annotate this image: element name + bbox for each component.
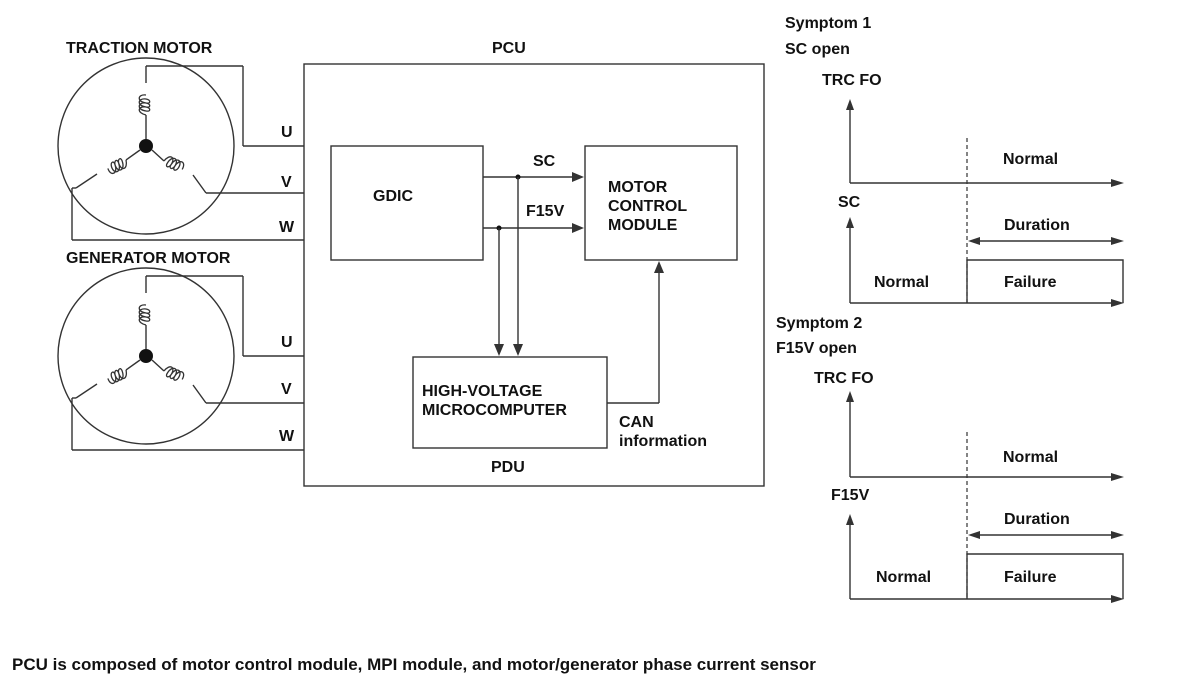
traction-phase-u: U: [281, 124, 293, 141]
symptom2-duration-label: Duration: [1004, 511, 1070, 528]
diagram-caption: PCU is composed of motor control module,…: [12, 655, 816, 674]
symptom2-failure-label: Failure: [1004, 569, 1057, 586]
symptom2-signal-label: F15V: [831, 487, 870, 504]
traction-neutral-point: [139, 139, 153, 153]
generator-motor: GENERATOR MOTOR U V W: [57, 250, 304, 451]
symptom1-duration-label: Duration: [1004, 217, 1070, 234]
symptom2-f15v-trace: [966, 553, 1124, 599]
symptom1-normal-top: Normal: [1003, 151, 1058, 168]
can-label-line2: information: [619, 433, 707, 450]
mcm-label-line1: MOTOR: [608, 179, 668, 196]
can-arrowhead: [654, 261, 664, 273]
traction-motor: TRACTION MOTOR U V W: [57, 40, 304, 241]
symptom1-failure-label: Failure: [1004, 274, 1057, 291]
pcu-title: PCU: [492, 40, 526, 57]
hv-label-line2: MICROCOMPUTER: [422, 402, 567, 419]
sc-arrowhead: [572, 172, 584, 182]
hv-label-line1: HIGH-VOLTAGE: [422, 383, 543, 400]
symptom2-normal-bottom: Normal: [876, 569, 931, 586]
generator-phase-v: V: [281, 381, 292, 398]
generator-motor-housing: [57, 267, 235, 445]
gdic-box: [330, 145, 484, 261]
generator-phase-w: W: [279, 428, 295, 445]
traction-phase-w: W: [279, 219, 295, 236]
pcu-outline: [303, 63, 765, 487]
symptom-1-timing: Symptom 1 SC open TRC FO Normal SC Durat…: [785, 15, 1124, 307]
f15v-down-arrowhead: [494, 344, 504, 356]
symptom1-normal-bottom: Normal: [874, 274, 929, 291]
symptom1-sc-trace: [966, 259, 1124, 303]
symptom2-normal-top: Normal: [1003, 449, 1058, 466]
traction-phase-v: V: [281, 174, 292, 191]
sc-down-arrowhead: [513, 344, 523, 356]
f15v-signal-label: F15V: [526, 203, 565, 220]
f15v-arrowhead: [572, 223, 584, 233]
symptom-2-timing: Symptom 2 F15V open TRC FO Normal F15V D…: [776, 315, 1124, 603]
mcm-label-line2: CONTROL: [608, 198, 687, 215]
generator-motor-title: GENERATOR MOTOR: [66, 250, 231, 267]
can-label-line1: CAN: [619, 414, 654, 431]
symptom1-title: Symptom 1: [785, 15, 871, 32]
traction-motor-housing: [57, 57, 235, 235]
symptom1-subtitle: SC open: [785, 41, 850, 58]
gdic-label: GDIC: [373, 188, 413, 205]
symptom2-trcfo-label: TRC FO: [814, 370, 874, 387]
generator-neutral-point: [139, 349, 153, 363]
generator-phase-u: U: [281, 334, 293, 351]
traction-motor-title: TRACTION MOTOR: [66, 40, 213, 57]
motor-control-module-box: [584, 145, 738, 261]
sc-signal-label: SC: [533, 153, 556, 170]
symptom1-trcfo-label: TRC FO: [822, 72, 882, 89]
mcm-label-line3: MODULE: [608, 217, 678, 234]
symptom1-signal-label: SC: [838, 194, 861, 211]
symptom2-title: Symptom 2: [776, 315, 862, 332]
symptom2-subtitle: F15V open: [776, 340, 857, 357]
pcu-block: PCU GDIC MOTOR CONTROL MODULE SC F15V HI…: [303, 40, 765, 487]
pdu-label: PDU: [491, 459, 525, 476]
